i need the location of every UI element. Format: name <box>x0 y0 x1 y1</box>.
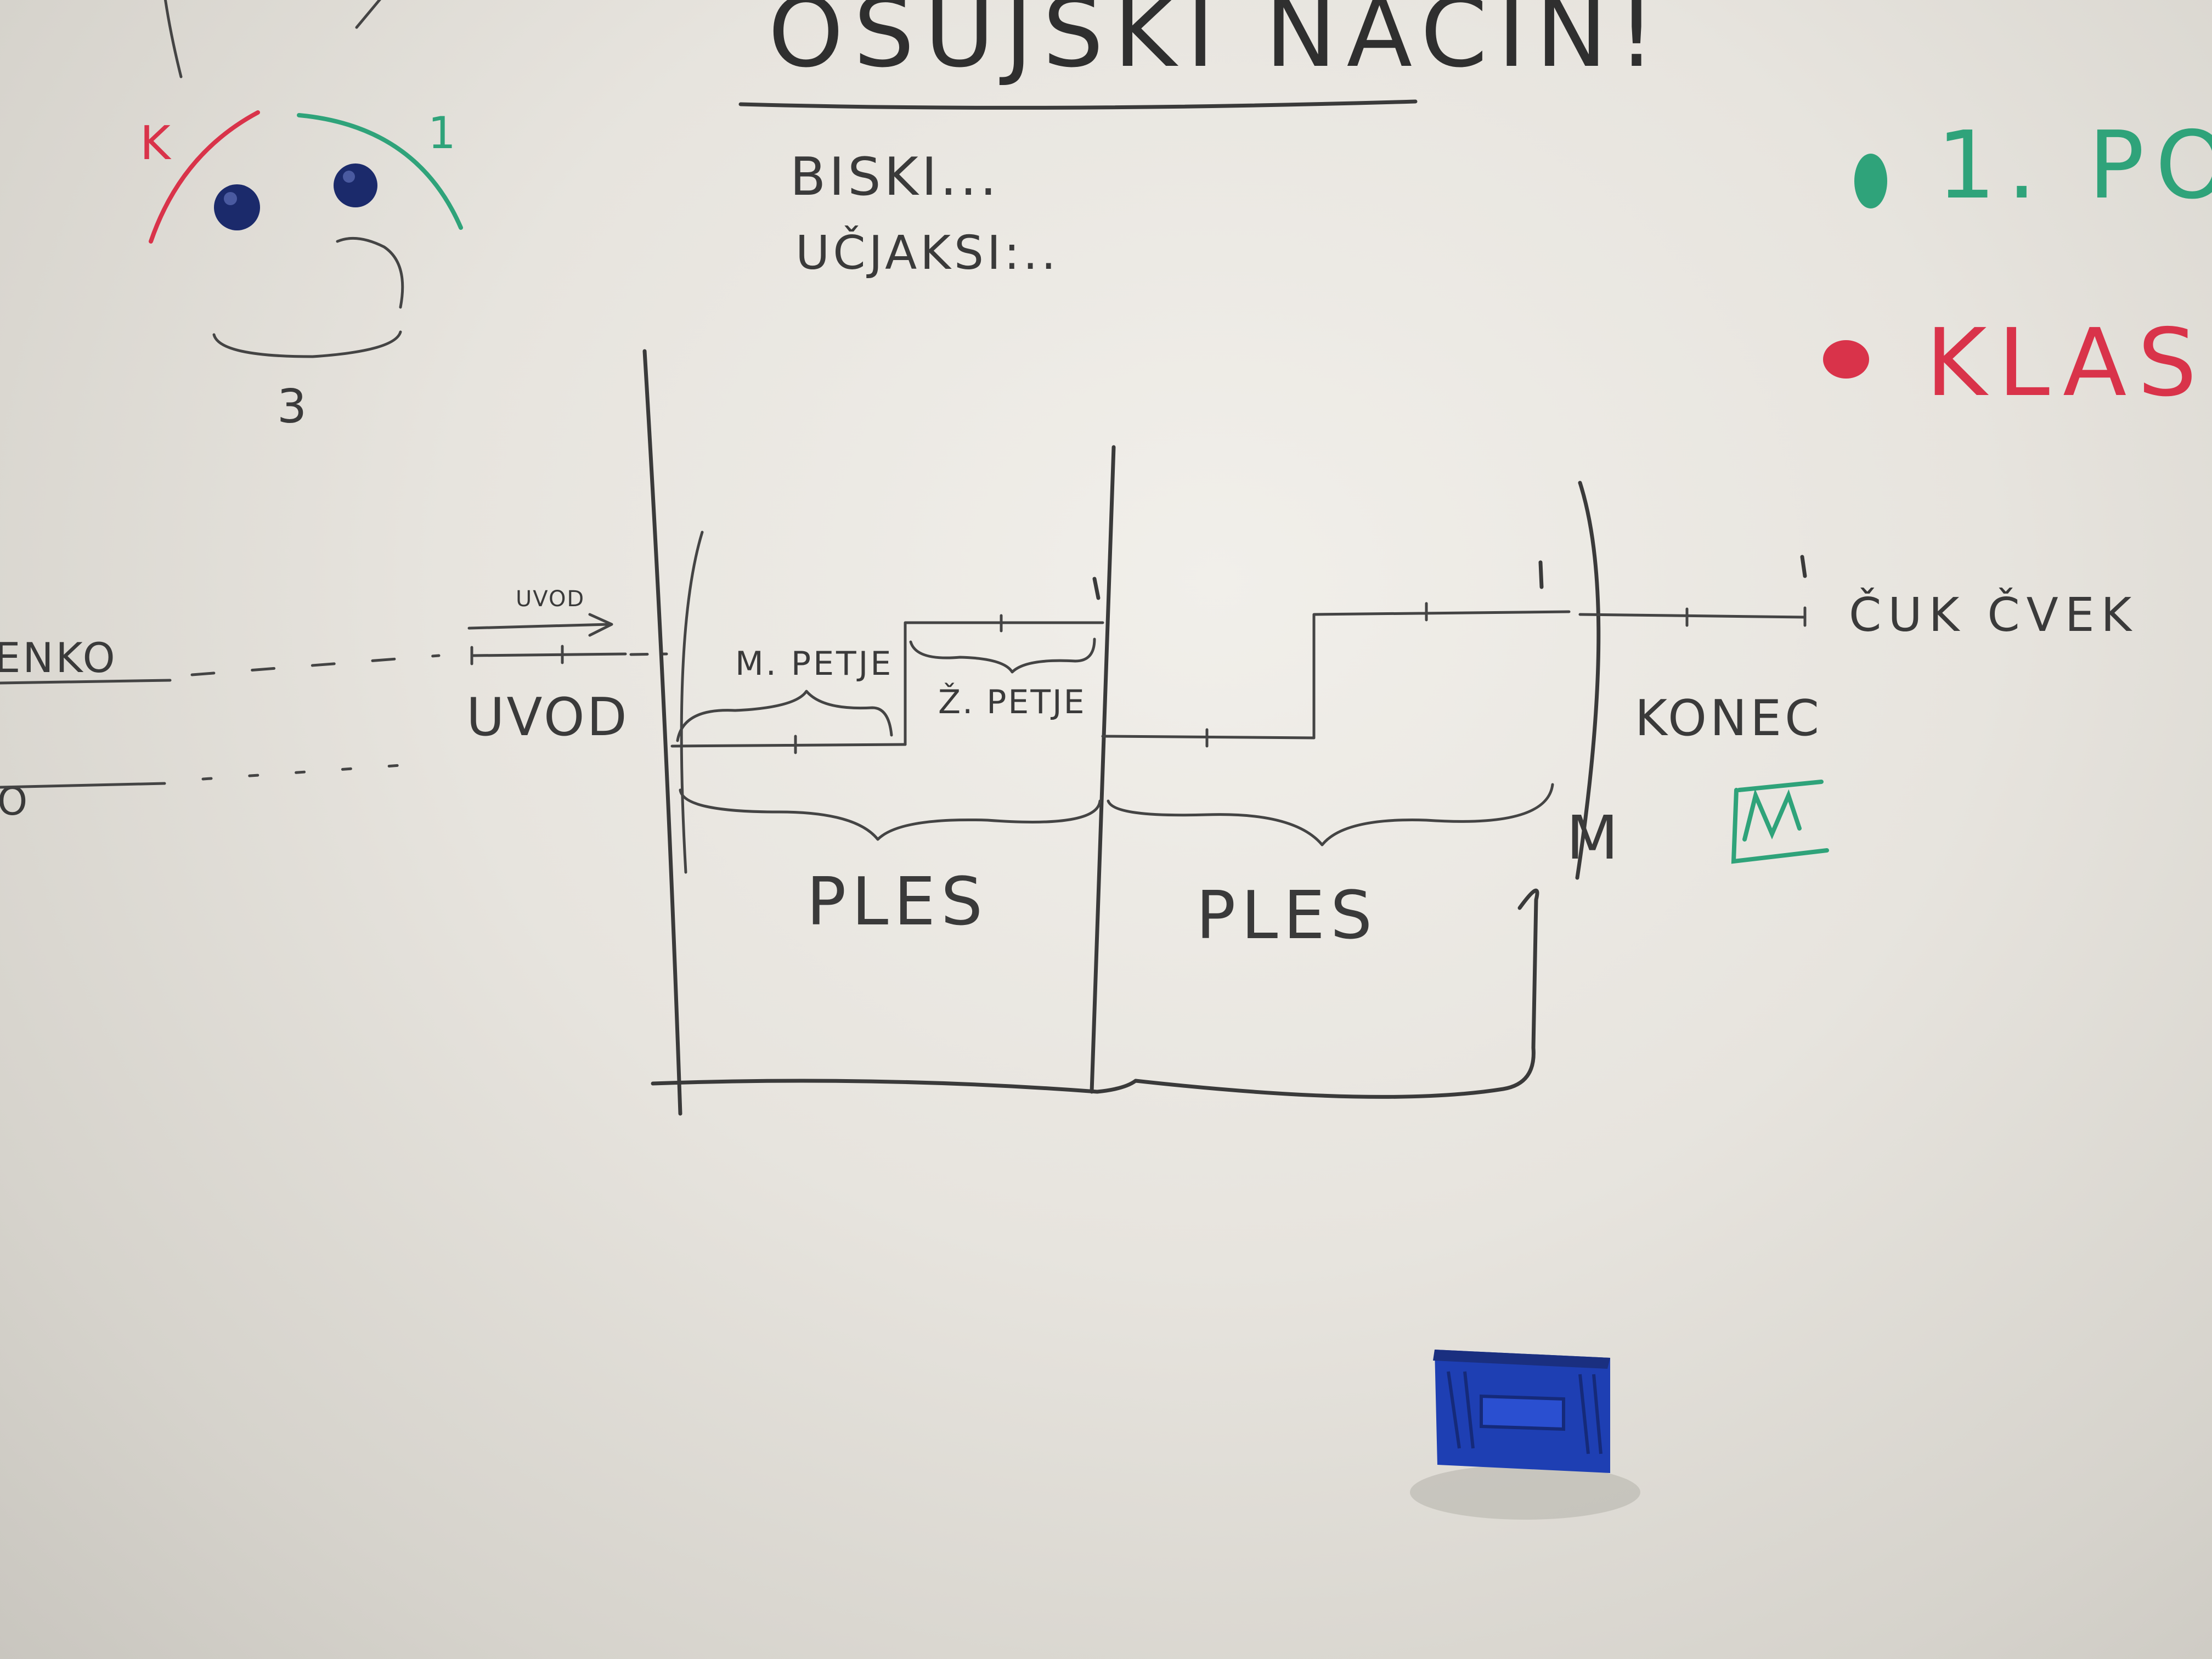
face-nose <box>336 236 404 309</box>
face-left-label: K <box>140 116 172 171</box>
face-left-brow <box>149 110 260 244</box>
magnet-right-shine <box>343 171 355 183</box>
segment-m-line <box>670 735 907 754</box>
divider-left <box>642 349 682 1116</box>
bracket-mark: M <box>1566 803 1618 873</box>
peak-mark-2 <box>1538 560 1544 589</box>
end-tail-label: ČUK ČVEK <box>1849 587 2138 642</box>
divider-right <box>1575 481 1601 880</box>
face-top-stroke-right <box>355 0 381 29</box>
ples-1-brace <box>679 788 1102 841</box>
legend-label-klasik: KLASIK <box>1926 309 2212 417</box>
peak-mark-1 <box>1092 577 1101 600</box>
bottom-brace <box>651 888 1539 1099</box>
curly-left <box>680 531 704 874</box>
left-line-top <box>0 679 172 685</box>
step-up-2 <box>1312 602 1571 740</box>
note-line-1: BISKI... <box>790 147 1000 207</box>
intro-line <box>470 645 627 665</box>
segment-z-label: Ž. PETJE <box>938 682 1086 721</box>
green-scribble-box <box>1731 780 1829 864</box>
intro-label: UVOD <box>466 687 629 748</box>
title-underline <box>738 99 1418 110</box>
note-line-2: UČJAKSI:.. <box>795 225 1059 280</box>
board-title: OSUJSKI NAČIN! <box>768 0 1666 89</box>
left-line-bottom <box>0 782 166 789</box>
left-dash-top <box>190 654 441 676</box>
end-line <box>1578 606 1807 627</box>
legend-label-1-pol: 1. POL <box>1937 111 2212 220</box>
face-right-label: 1 <box>428 108 456 159</box>
face-top-stroke-left <box>163 0 183 78</box>
face-mouth <box>212 330 402 358</box>
divider-middle <box>1090 445 1116 1094</box>
magnet-left-shine <box>224 192 237 205</box>
ples-2-brace <box>1107 783 1554 847</box>
magnet-right <box>334 163 377 207</box>
ples-1-label: PLES <box>806 864 988 940</box>
ples-2-label: PLES <box>1196 878 1378 954</box>
whiteboard-eraser <box>1410 1350 1640 1520</box>
left-dash-bottom <box>201 764 402 781</box>
intro-arrow <box>467 613 613 637</box>
left-fragment-top: ENKO <box>0 634 117 682</box>
magnet-left <box>214 184 260 230</box>
segment-z-brace <box>909 637 1096 674</box>
segment-low <box>1101 728 1316 748</box>
step-up <box>904 614 1104 746</box>
face-bottom-label: 3 <box>277 380 307 434</box>
segment-m-brace <box>676 690 893 742</box>
legend-dot-green <box>1854 154 1887 208</box>
peak-mark-3 <box>1800 555 1807 578</box>
end-label: KONEC <box>1635 690 1822 747</box>
intro-arrow-label: UVOD <box>516 586 585 612</box>
face-right-brow <box>297 113 463 230</box>
legend-dot-red <box>1823 340 1869 379</box>
segment-m-label: M. PETJE <box>735 645 893 683</box>
